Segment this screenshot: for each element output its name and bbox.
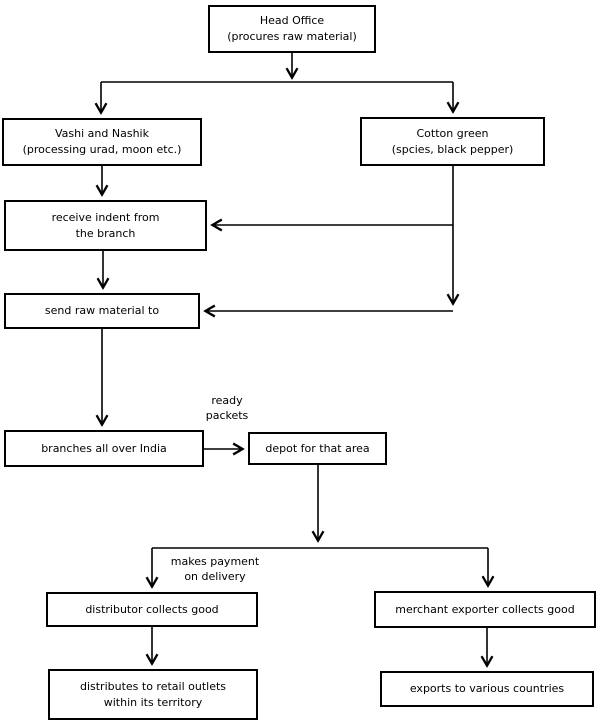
edge-label-ready-packets-line1: ready — [211, 394, 243, 407]
node-receive-line2: the branch — [75, 226, 136, 240]
node-branches-line1: branches all over India — [41, 441, 167, 455]
edge-label-ready-packets-line2: packets — [205, 409, 249, 422]
node-cotton-green: Cotton green (spcies, black pepper) — [360, 117, 545, 166]
node-retail-line1: distributes to retail outlets — [79, 679, 227, 693]
node-depot-line1: depot for that area — [265, 441, 370, 455]
node-retail-line2: within its territory — [103, 695, 203, 709]
edge-label-makes-payment-line2: on delivery — [184, 570, 246, 583]
node-distributor: distributor collects good — [46, 592, 258, 627]
node-cotton-line2: (spcies, black pepper) — [391, 142, 514, 156]
node-vashi-nashik: Vashi and Nashik (processing urad, moon … — [2, 118, 202, 166]
node-merchant-exporter: merchant exporter collects good — [374, 591, 596, 628]
node-receive-line1: receive indent from — [51, 210, 160, 224]
node-vashi-line1: Vashi and Nashik — [55, 127, 149, 140]
node-send-line1: send raw material to — [44, 304, 160, 317]
node-cotton-line1: Cotton green — [416, 126, 489, 140]
node-head-office-line1: Head Office — [259, 14, 325, 27]
node-merchant-line1: merchant exporter collects good — [395, 602, 575, 616]
node-distributor-line1: distributor collects good — [85, 602, 219, 616]
node-head-office: Head Office (procures raw material) — [208, 5, 376, 53]
edge-label-ready-packets: ready packets — [196, 393, 258, 423]
node-vashi-line2: (processing urad, moon etc.) — [22, 143, 182, 156]
node-branches: branches all over India — [4, 430, 204, 467]
node-exports: exports to various countries — [380, 671, 594, 707]
node-head-office-line2: (procures raw material) — [227, 30, 357, 43]
node-exports-line1: exports to various countries — [409, 682, 565, 695]
node-retail-outlets: distributes to retail outlets within its… — [48, 669, 258, 720]
node-receive-indent: receive indent from the branch — [4, 200, 207, 251]
node-depot: depot for that area — [248, 432, 387, 465]
node-send-raw-material: send raw material to — [4, 293, 200, 329]
edge-label-makes-payment-line1: makes payment — [170, 555, 260, 568]
edge-label-makes-payment: makes payment on delivery — [160, 554, 270, 584]
